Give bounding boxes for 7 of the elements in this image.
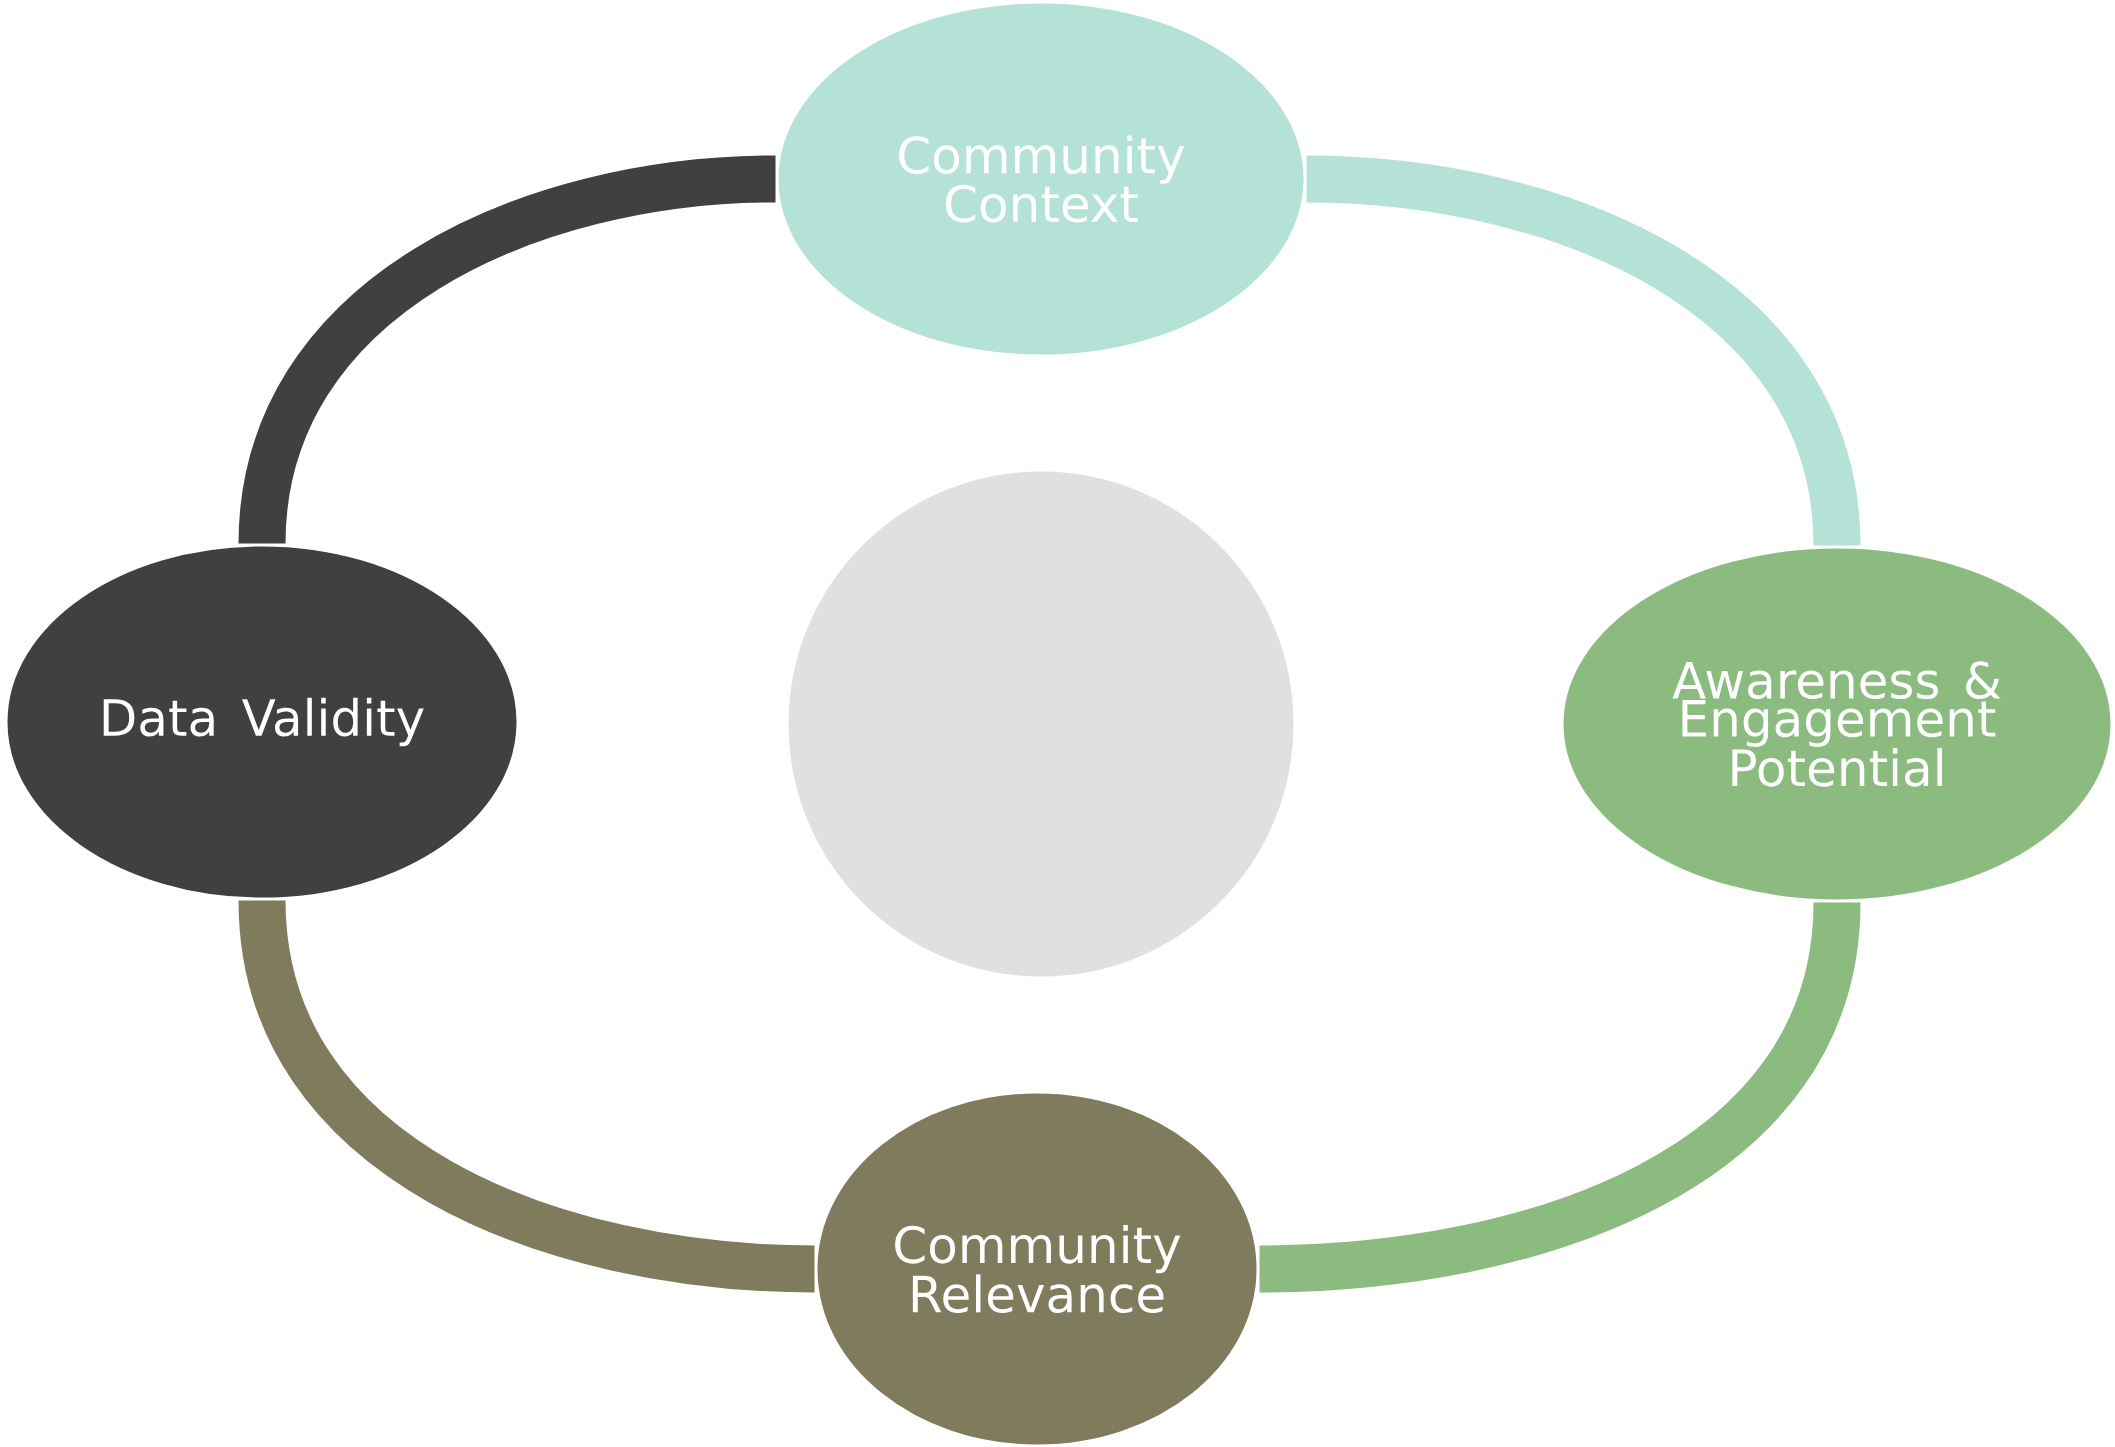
circle — [785, 468, 1297, 980]
ring-band — [1258, 900, 1861, 1293]
ellipse-node: Community Context — [775, 0, 1307, 358]
ellipse-node: Data Validity — [4, 543, 520, 901]
ring-band — [238, 898, 816, 1293]
ellipse-node: Community Relevance — [814, 1090, 1260, 1447]
ellipse-node: Awareness & Engagement Potential — [1560, 545, 2114, 903]
